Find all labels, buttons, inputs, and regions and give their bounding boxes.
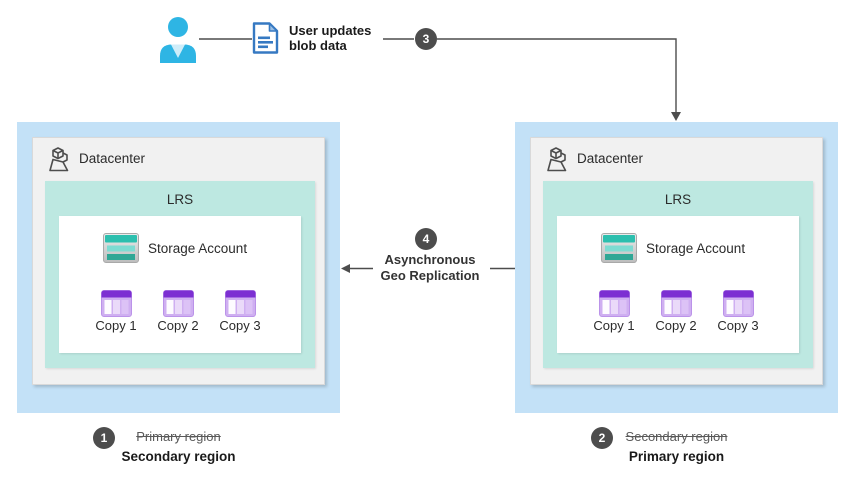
datacenter-building-icon (545, 145, 569, 173)
step-badge-4: 4 (415, 228, 437, 250)
datacenter-box: Datacenter LRS (530, 137, 823, 385)
replication-line2: Geo Replication (380, 267, 480, 283)
blob-document-icon (252, 22, 279, 59)
previous-role-label: Secondary region (625, 429, 728, 444)
copy-label: Copy 3 (717, 318, 759, 333)
primary-region-caption: 2 Secondary region Primary region (515, 426, 838, 464)
lrs-label: LRS (166, 192, 194, 207)
secondary-region-caption: 1 Primary region Secondary region (17, 426, 340, 464)
copy-label: Copy 1 (95, 318, 137, 333)
storage-account-label: Storage Account (646, 241, 746, 256)
arrowhead-left-icon (341, 264, 350, 273)
lrs-box: LRS (45, 181, 315, 368)
replication-label: Asynchronous Geo Replication (350, 252, 510, 283)
user-updates-label: User updates blob data (289, 23, 371, 53)
table-copy-icon (163, 290, 194, 317)
table-copy-icon (225, 290, 256, 317)
step-badge-2: 2 (591, 427, 613, 449)
copy-label: Copy 2 (655, 318, 697, 333)
storage-account-icon (601, 233, 637, 263)
storage-content-box: Storage Account (557, 216, 799, 353)
copy-label: Copy 1 (593, 318, 635, 333)
user-updates-line2: blob data (289, 38, 347, 53)
previous-role-label: Primary region (136, 429, 221, 444)
step-badge-1: 1 (93, 427, 115, 449)
replication-line1: Asynchronous (384, 252, 476, 267)
user-person-icon (157, 13, 199, 70)
user-updates-line1: User updates (289, 23, 372, 38)
current-role-label: Secondary region (121, 449, 236, 464)
lrs-box: LRS (543, 181, 813, 368)
lrs-label: LRS (664, 192, 692, 207)
storage-account-label: Storage Account (148, 241, 248, 256)
step-badge-3: 3 (415, 28, 437, 50)
region-box-secondary: Datacenter LRS (17, 122, 340, 413)
table-copy-icon (661, 290, 692, 317)
storage-account-icon (103, 233, 139, 263)
datacenter-label: Datacenter (79, 151, 146, 166)
datacenter-label: Datacenter (577, 151, 644, 166)
storage-content-box: Storage Account (59, 216, 301, 353)
table-copy-icon (101, 290, 132, 317)
datacenter-box: Datacenter LRS (32, 137, 325, 385)
region-box-primary: Datacenter LRS (515, 122, 838, 413)
current-role-label: Primary region (628, 449, 725, 464)
copy-label: Copy 2 (157, 318, 199, 333)
copy-label: Copy 3 (219, 318, 261, 333)
datacenter-building-icon (47, 145, 71, 173)
table-copy-icon (723, 290, 754, 317)
table-copy-icon (599, 290, 630, 317)
arrowhead-down-icon (671, 112, 681, 121)
badge3-to-primary-line (437, 38, 677, 113)
